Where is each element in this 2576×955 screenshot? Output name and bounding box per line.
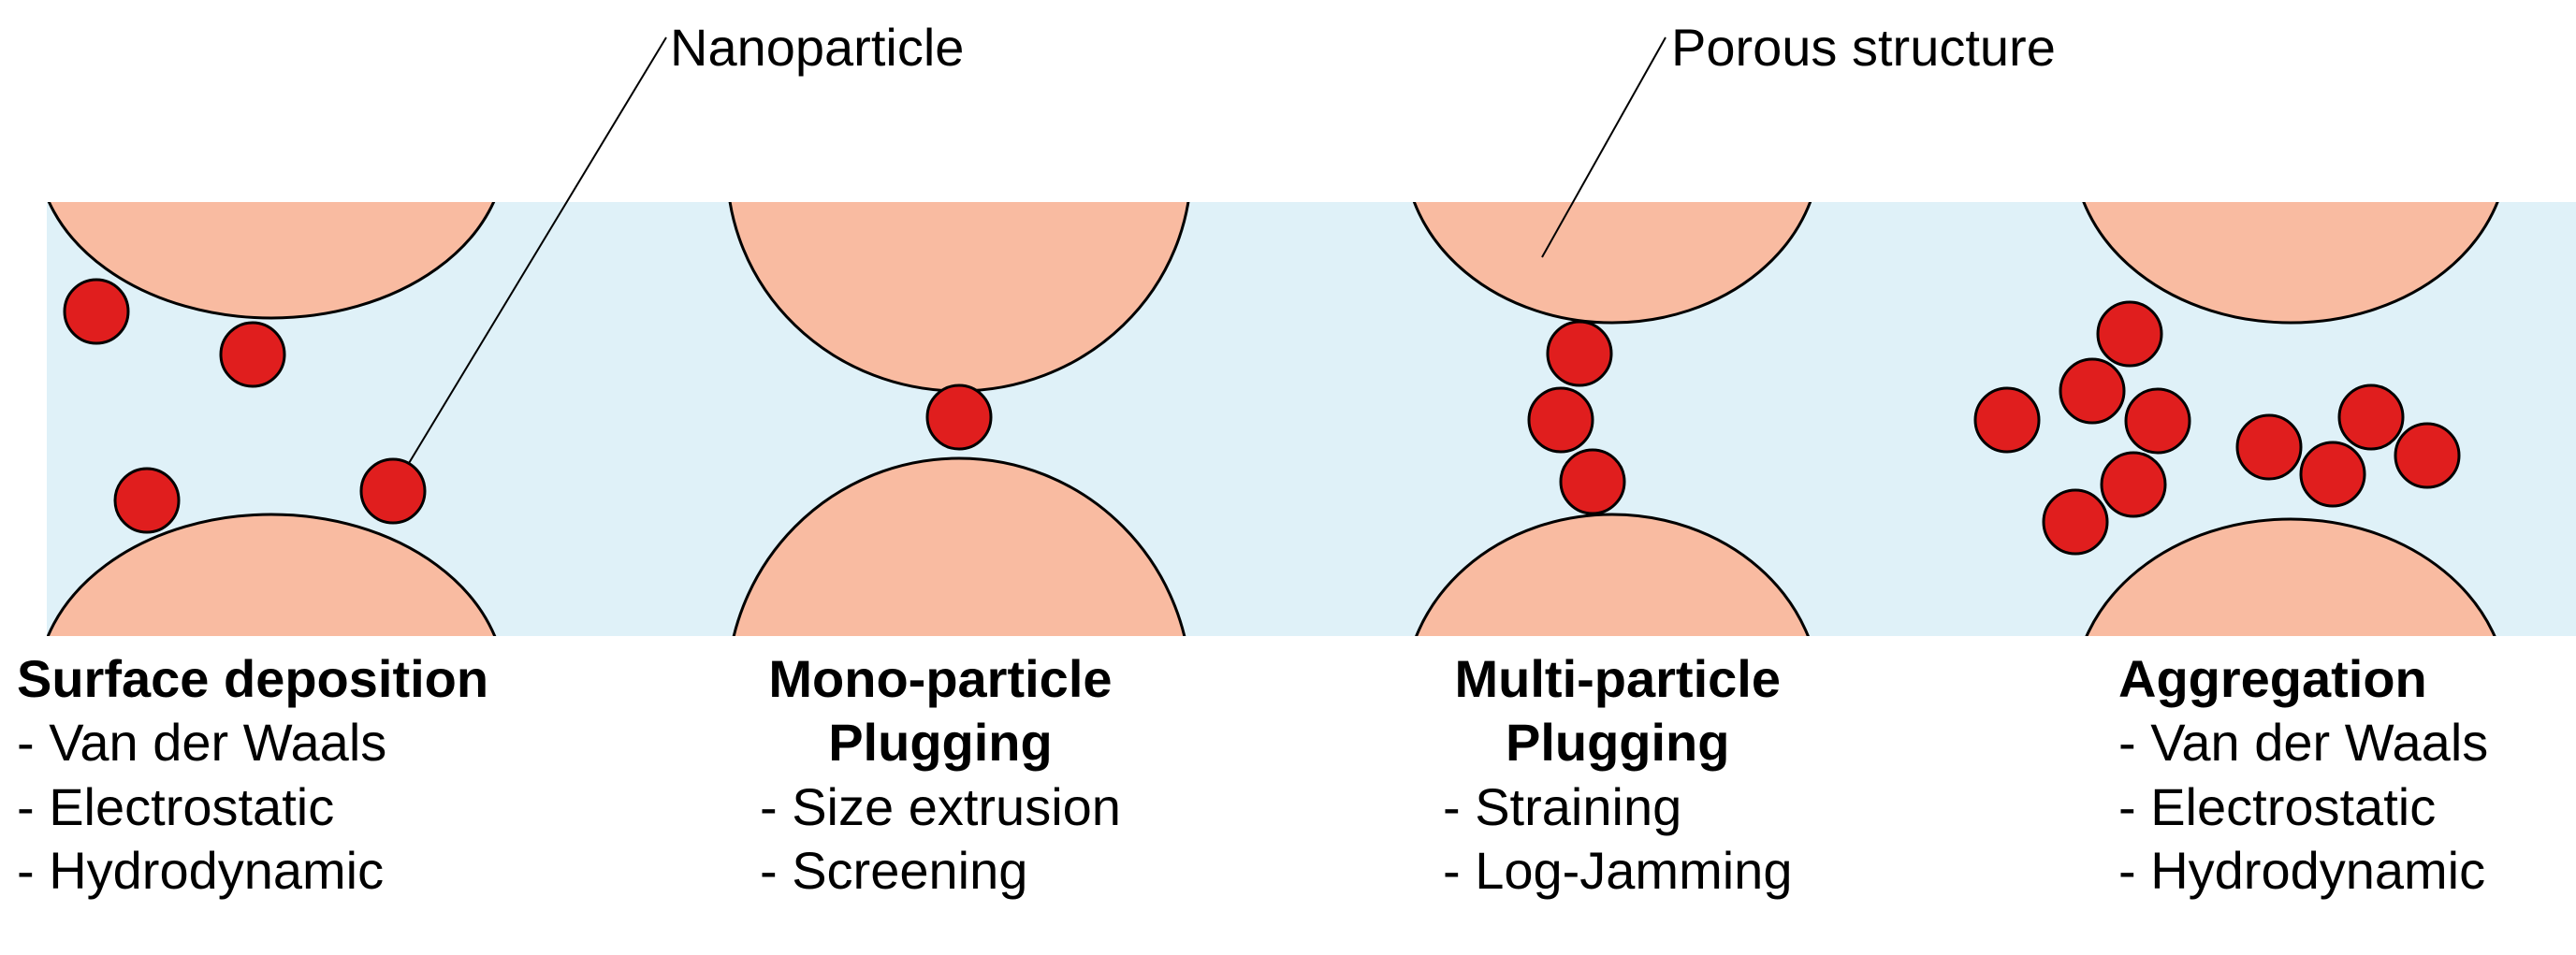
mechanism-list: - Straining - Log-Jamming (1443, 775, 1792, 904)
mechanism-item: - Hydrodynamic (17, 840, 385, 900)
grain-top-aggregation (2082, 202, 2499, 325)
mechanism-list: - Size extrusion - Screening (760, 775, 1121, 904)
nanoparticle-label: Nanoparticle (670, 18, 965, 77)
nanoparticle (2042, 488, 2109, 556)
caption-multi-particle-plugging: Multi-particle Plugging - Straining - Lo… (1443, 647, 1792, 903)
nanoparticle (2100, 451, 2167, 518)
grain-bottom-aggregation (2085, 517, 2496, 636)
caption-title-line1: Mono-particle (768, 649, 1113, 708)
nanoparticle (2337, 383, 2405, 451)
grain-top-surface-deposition (47, 202, 496, 320)
nanoparticle (1527, 386, 1594, 454)
caption-title-line2: Plugging (1505, 713, 1730, 773)
nanoparticle (1546, 320, 1613, 387)
mechanism-item: - Log-Jamming (1443, 840, 1793, 900)
nanoparticle-leader-line (397, 36, 667, 483)
nanoparticle (2124, 387, 2191, 455)
nanoparticle (2059, 357, 2126, 425)
nanoparticle (2096, 300, 2163, 368)
grain-bottom-mono-particle (732, 456, 1186, 636)
caption-title: Surface deposition (17, 649, 489, 708)
caption-surface-deposition: Surface deposition - Van der Waals - Ele… (17, 647, 488, 903)
mechanism-list: - Van der Waals - Electrostatic - Hydrod… (2118, 711, 2488, 903)
mechanism-item: - Van der Waals (2118, 713, 2489, 773)
caption-title: Aggregation (2118, 649, 2427, 708)
nanoparticle (2235, 413, 2303, 481)
grain-top-multi-particle (1412, 202, 1812, 325)
mechanism-item: - Hydrodynamic (2118, 840, 2486, 900)
caption-title-line2: Plugging (828, 713, 1053, 773)
grain-bottom-multi-particle (1415, 513, 1810, 636)
porous-structure-label: Porous structure (1671, 18, 2056, 77)
nanoparticle (219, 321, 286, 388)
nanoparticle (925, 383, 993, 451)
mechanism-item: - Electrostatic (2118, 776, 2437, 836)
mechanism-item: - Screening (760, 840, 1028, 900)
nanoparticle (63, 278, 130, 345)
mechanism-item: - Straining (1443, 776, 1682, 836)
mechanism-list: - Van der Waals - Electrostatic - Hydrod… (17, 711, 488, 903)
grain-bottom-surface-deposition (47, 513, 497, 636)
mechanism-item: - Size extrusion (760, 776, 1121, 836)
mechanism-item: - Van der Waals (17, 713, 387, 773)
porous-structure-leader-line (1541, 36, 1666, 258)
caption-aggregation: Aggregation - Van der Waals - Electrosta… (2118, 647, 2488, 903)
nanoparticle (359, 457, 427, 525)
caption-mono-particle-plugging: Mono-particle Plugging - Size extrusion … (760, 647, 1121, 903)
nanoparticle (113, 467, 181, 534)
nanoparticle (1559, 448, 1626, 515)
mechanism-item: - Electrostatic (17, 776, 335, 836)
nanoparticle (2394, 422, 2461, 489)
nanoparticle (1973, 386, 2041, 454)
nanoparticle (2299, 441, 2366, 508)
caption-title-line1: Multi-particle (1454, 649, 1781, 708)
